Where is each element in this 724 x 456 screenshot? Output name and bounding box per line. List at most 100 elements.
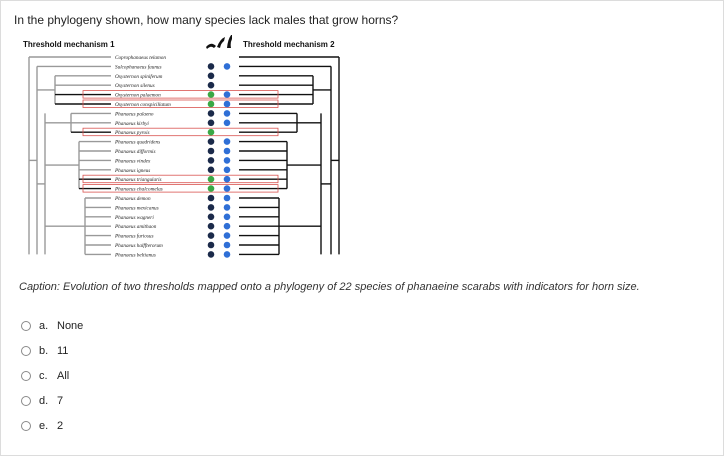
left-title: Threshold mechanism 1 [23, 40, 115, 49]
option-letter: a. [39, 319, 49, 332]
left-trait-dot [207, 128, 215, 136]
option-text: 2 [57, 419, 64, 432]
species-label: Phanaeus quadridens [114, 140, 160, 146]
radio-button[interactable] [21, 395, 31, 406]
species-label: Phanaeus demon [114, 196, 151, 202]
highlight-box [82, 174, 279, 184]
right-trait-dot [223, 110, 231, 117]
option-text: 7 [57, 394, 64, 407]
species-label: Phanaeus kirbyi [114, 121, 149, 127]
right-trait-dot [223, 147, 231, 155]
species-label: Oxysternon silenus [115, 83, 155, 89]
radio-button[interactable] [21, 345, 31, 356]
left-trait-dot [207, 100, 215, 108]
right-trait-dot [223, 232, 231, 239]
right-trait-dot [223, 194, 231, 202]
highlight-box [82, 127, 279, 137]
left-trait-dot [207, 213, 215, 221]
species-label: Phanaeus difformis [114, 148, 156, 155]
right-trait-dot [223, 166, 231, 174]
option-d[interactable]: d. 7 [21, 388, 83, 413]
species-label: Phanaeus pyrois [114, 130, 150, 136]
option-c[interactable]: c. All [21, 363, 83, 388]
left-trait-dot [207, 241, 215, 249]
option-letter: d. [39, 394, 49, 407]
right-trait-dot [223, 213, 231, 221]
right-trait-dot [223, 91, 231, 98]
right-trait-dot [223, 119, 231, 127]
question-text: In the phylogeny shown, how many species… [14, 13, 399, 27]
right-title: Threshold mechanism 2 [243, 40, 335, 49]
right-trait-dot [223, 251, 231, 258]
trait-dots [207, 63, 231, 258]
right-trait-dot [223, 185, 231, 192]
radio-button[interactable] [21, 370, 31, 381]
left-trait-dot [207, 147, 215, 155]
option-text: None [57, 319, 84, 332]
left-trait-dot [207, 185, 215, 192]
species-label: Phanaeus furiosus [114, 233, 153, 240]
species-label: Phanaeus chalcomelas [114, 187, 163, 193]
radio-button[interactable] [21, 320, 31, 331]
left-trait-dot [207, 63, 215, 70]
left-trait-dot [207, 251, 215, 258]
highlight-box [82, 99, 279, 108]
left-trait-dot [207, 194, 215, 202]
left-trait-dot [207, 91, 215, 98]
left-trait-dot [207, 81, 215, 89]
option-letter: e. [39, 419, 49, 432]
right-trait-dot [223, 63, 231, 70]
species-label: Oxysternon conspicillatum [115, 102, 171, 108]
left-trait-dot [207, 222, 215, 230]
left-trait-dot [207, 204, 215, 211]
species-label: Phanaeus amithaon [114, 224, 157, 230]
left-trait-dot [207, 138, 215, 145]
left-trait-dot [207, 232, 215, 239]
species-label: Phanaeus vindex [114, 158, 151, 164]
option-letter: c. [39, 369, 48, 382]
left-trait-dot [207, 110, 215, 117]
left-trait-dot [207, 72, 215, 80]
beetle-medium-icon [217, 37, 225, 48]
beetle-small-icon [206, 43, 216, 49]
left-trait-dot [207, 175, 215, 183]
species-label: Sulcophanaeus faunus [115, 63, 162, 70]
figure-caption: Caption: Evolution of two thresholds map… [19, 281, 640, 293]
right-tree [239, 56, 340, 256]
species-label: Phanaeus mexicanus [114, 205, 159, 211]
option-e[interactable]: e. 2 [21, 413, 83, 438]
species-label: Coprophanaeus telamon [115, 55, 166, 61]
highlight-box [82, 184, 279, 193]
radio-button[interactable] [21, 420, 31, 431]
option-b[interactable]: b. 11 [21, 338, 83, 363]
beetle-large-icon [227, 34, 232, 48]
right-trait-dot [223, 241, 231, 249]
right-trait-dot [223, 100, 231, 108]
right-trait-dot [223, 157, 231, 164]
left-tree [28, 56, 111, 256]
option-text: All [57, 369, 70, 382]
species-label: Oxysternon palaemon [115, 93, 161, 99]
option-text: 11 [57, 344, 69, 357]
left-trait-dot [207, 166, 215, 174]
right-trait-dot [223, 204, 231, 211]
phylogeny-figure: Threshold mechanism 1 Threshold mechanis… [21, 34, 347, 271]
right-trait-dot [223, 175, 231, 183]
species-label: Phanaeus beltianus [114, 252, 156, 258]
species-label: Phanaeus wagneri [114, 215, 154, 221]
left-trait-dot [207, 119, 215, 127]
highlight-box [82, 90, 279, 99]
phylogeny-svg: Threshold mechanism 1 Threshold mechanis… [23, 34, 340, 258]
species-label: Phanaeus triangularis [114, 177, 162, 183]
right-trait-dot [223, 138, 231, 145]
answer-options: a. None b. 11 c. All d. 7 e. 2 [21, 313, 83, 438]
option-a[interactable]: a. None [21, 313, 83, 338]
left-trait-dot [207, 157, 215, 164]
species-label: Phanaeus halffterorum [114, 242, 163, 249]
right-trait-dot [223, 222, 231, 230]
species-label: Phanaeus palaeno [114, 111, 154, 117]
option-letter: b. [39, 344, 49, 357]
species-label: Phanaeus igneus [114, 168, 150, 174]
